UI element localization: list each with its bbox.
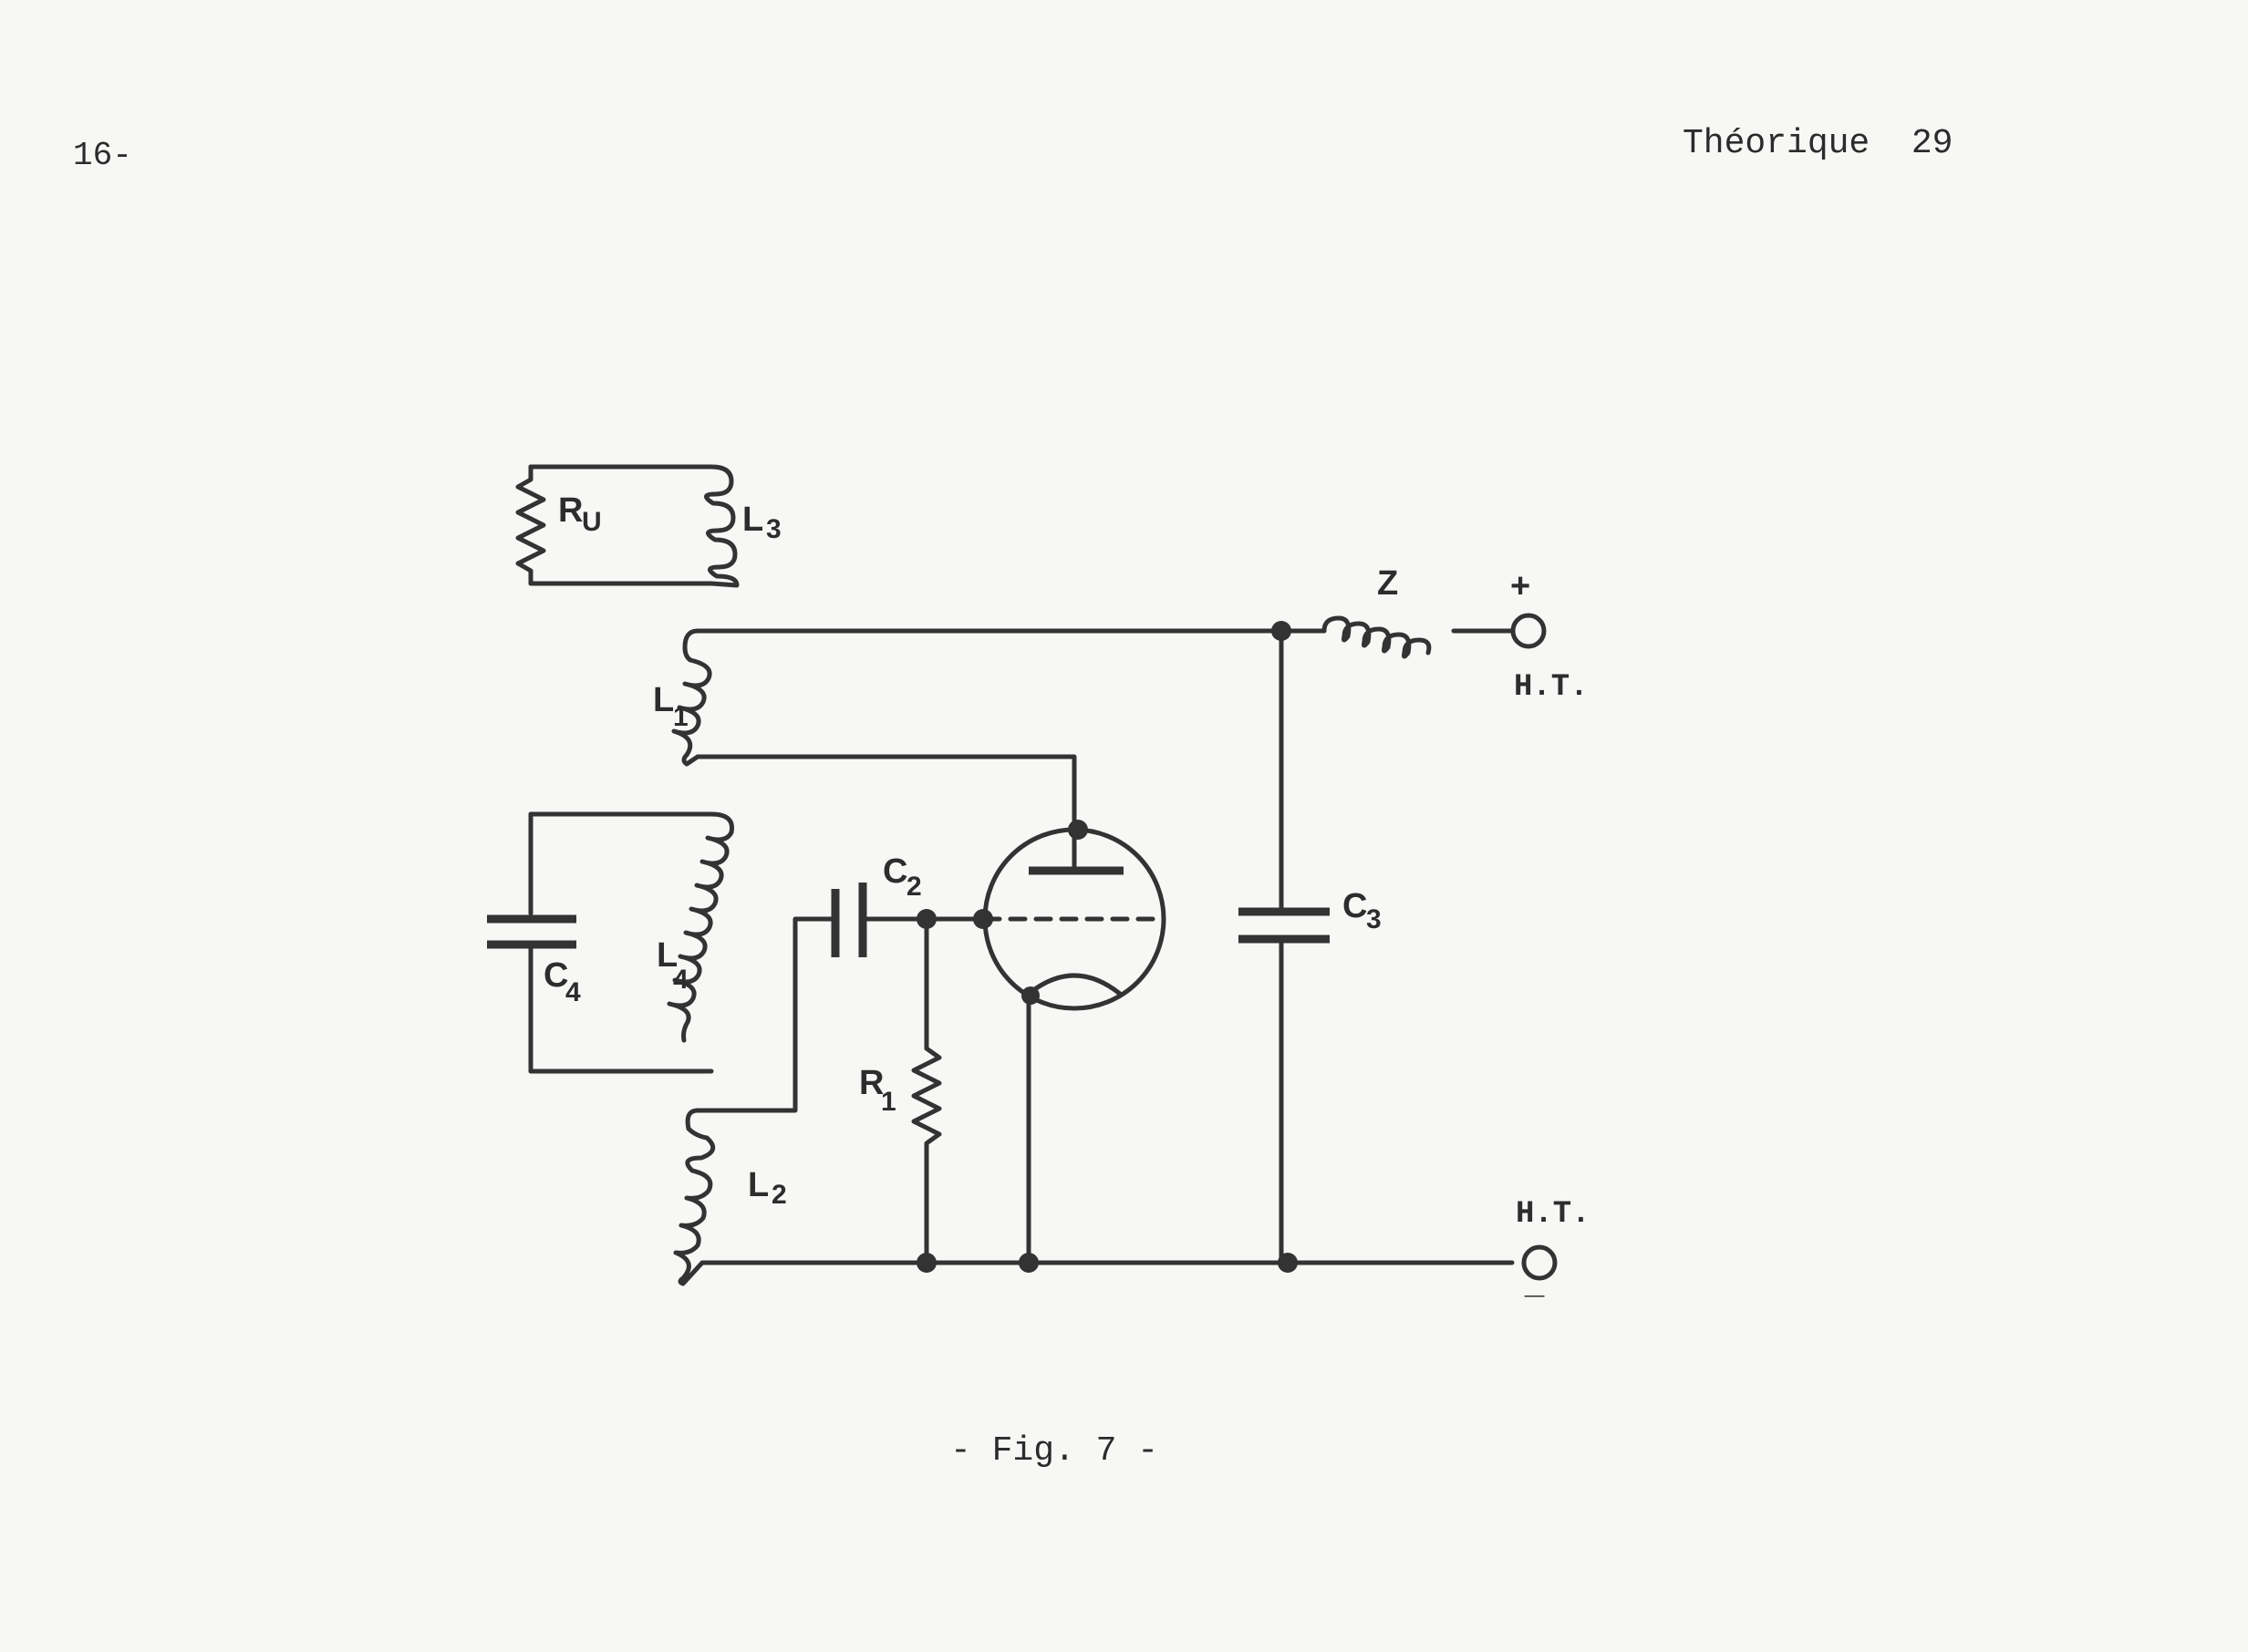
l4-label: L: [657, 936, 678, 975]
figure-caption: - Fig. 7 -: [950, 1431, 1159, 1471]
plus-label: +: [1510, 567, 1530, 605]
c4-label-sub: 4: [565, 977, 581, 1007]
ht-top-label: H.T.: [1514, 670, 1589, 705]
r1-label-sub: 1: [881, 1087, 896, 1117]
ht-bottom-label: H.T.: [1516, 1197, 1590, 1232]
ru-label-sub: U: [582, 507, 602, 537]
ht-minus-terminal: [1521, 1244, 1558, 1281]
c4-label: C: [544, 956, 568, 995]
inductor-l1: [671, 628, 712, 767]
resistor-ru: [515, 464, 546, 586]
c3-label-sub: 3: [1366, 904, 1382, 934]
output-loop-ru-l3: R U L 3: [515, 464, 782, 588]
c3-label: C: [1342, 887, 1367, 925]
page-number-left: 16-: [73, 137, 132, 174]
inductor-l4: [667, 811, 735, 1043]
plate-circuit: L 1 Z + H.T.: [653, 564, 1589, 832]
page-header: Théorique 29: [1683, 124, 1953, 163]
tank-circuit-l4-c4: C 4 L 4: [487, 811, 735, 1074]
c2-label: C: [883, 852, 907, 891]
r1-label: R: [859, 1064, 884, 1102]
minus-label: _: [1524, 1263, 1545, 1301]
grid-coil-l2: L 2 H.T. _: [673, 1108, 1590, 1301]
l1-label: L: [653, 681, 674, 719]
triode-tube: [973, 820, 1166, 1265]
z-label: Z: [1377, 564, 1398, 603]
l1-label-sub: 1: [673, 702, 689, 732]
choke-z: [1321, 615, 1432, 659]
grid-circuit: C 2 R 1: [695, 852, 986, 1265]
l2-label: L: [748, 1166, 769, 1204]
l2-label-sub: 2: [772, 1180, 787, 1210]
ru-label: R: [558, 491, 583, 530]
l4-label-sub: 4: [673, 965, 689, 995]
l3-label: L: [742, 501, 763, 539]
resistor-r1: [911, 1046, 942, 1265]
inductor-l3: [704, 464, 740, 588]
l3-label-sub: 3: [766, 514, 782, 544]
ht-plus-terminal: [1510, 613, 1547, 649]
c2-label-sub: 2: [906, 872, 922, 902]
capacitor-c3-branch: C 3: [1238, 628, 1382, 1265]
inductor-l2: [673, 1108, 716, 1286]
